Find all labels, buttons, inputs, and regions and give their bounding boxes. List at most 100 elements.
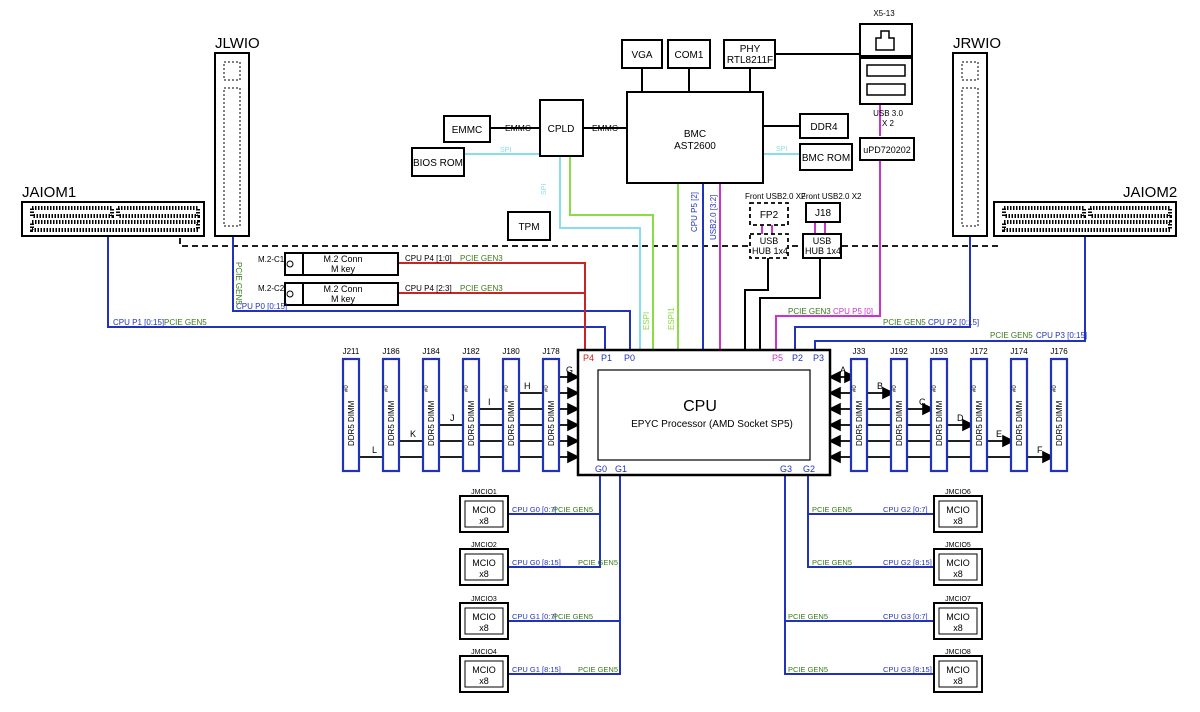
front-usb-j18-label: Front USB2.0 X2 (801, 192, 862, 201)
mcio-id: JMCIO7 (945, 596, 971, 603)
mcio-gen: PCIE GEN5 (788, 612, 828, 621)
m2-c1-lanes: CPU P4 [1:0] (405, 254, 452, 263)
mcio-gen: PCIE GEN5 (812, 505, 852, 514)
tpm-block: TPM (518, 222, 539, 233)
ddr4-block: DDR4 (810, 122, 838, 133)
dimm-slot-index: #0 (424, 385, 430, 392)
slot-jaiom1: JAIOM1 (21, 184, 205, 237)
slot-jaiom2-label: JAIOM2 (1123, 184, 1177, 201)
emmc-link-label-2: EMMC (592, 123, 618, 133)
slot-jaiom1-label: JAIOM1 (22, 184, 76, 201)
channel-j: J (450, 413, 455, 423)
port-p4: P4 (583, 353, 594, 363)
p0-gen: PCIE GEN5 (234, 262, 243, 305)
m2-c1-key: M key (331, 264, 356, 274)
dimm-type-label: DDR5 DIMM (347, 400, 356, 446)
cpld-block: CPLD (548, 124, 575, 135)
espi1-label: ESPI1 (667, 307, 676, 330)
mcio-gen: PCIE GEN5 (553, 505, 593, 514)
p2-gen: PCIE GEN5 (883, 318, 926, 327)
channel-d: D (957, 413, 964, 423)
front-usb-fp2-label: Front USB2.0 X2 (745, 192, 806, 201)
usb30-x2-label: X 2 (882, 119, 895, 128)
m2-c2-label: M.2 Conn (323, 284, 362, 294)
mcio-lanes: CPU G1 [0:7] (512, 612, 557, 621)
m2-c1-label: M.2 Conn (323, 254, 362, 264)
channel-l: L (372, 445, 377, 455)
mcio-label: MCIO (472, 505, 496, 515)
dimm-type-label: DDR5 DIMM (387, 400, 396, 446)
mcio-label: MCIO (946, 558, 970, 568)
dimm-slot-index: #0 (972, 385, 978, 392)
usb-hub-left-2: HUB 1x4 (752, 246, 788, 256)
dimm-type-label: DDR5 DIMM (975, 400, 984, 446)
usb-hub-left: USB (760, 236, 779, 246)
espi-label: ESPI (642, 312, 651, 330)
usb30-connector: X5-13 (859, 9, 913, 105)
phy-model: RTL8211F (727, 55, 773, 66)
mcio-label: MCIO (472, 558, 496, 568)
p5-gen: PCIE GEN3 (788, 307, 831, 316)
mcio-gen: PCIE GEN5 (553, 612, 593, 621)
mcio-id: JMCIO5 (945, 542, 971, 549)
mcio-id: JMCIO3 (471, 596, 497, 603)
m2-c2-key: M key (331, 294, 356, 304)
dimm-slot-index: #0 (892, 385, 898, 392)
usb-front: Front USB2.0 X2 Front USB2.0 X2 FP2 J18 … (745, 192, 862, 259)
m2-c1-gen: PCIE GEN3 (460, 254, 503, 263)
port-p2: P2 (792, 353, 803, 363)
upd-block: uPD720202 (863, 145, 911, 155)
cpu-subtitle: EPYC Processor (AMD Socket SP5) (631, 419, 793, 430)
channel-b: B (877, 381, 883, 391)
mcio-gen: PCIE GEN5 (578, 558, 618, 567)
dimm-type-label: DDR5 DIMM (547, 400, 556, 446)
mcio-id: JMCIO4 (471, 649, 497, 656)
channel-g: G (566, 365, 573, 375)
j18-block: J18 (815, 208, 832, 219)
bmc-block: BMC (684, 129, 706, 140)
dimm-id: J186 (382, 347, 400, 356)
mcio-label: MCIO (946, 665, 970, 675)
p3-lanes: CPU P3 [0:15] (1036, 331, 1087, 340)
dimm-id: J192 (890, 347, 908, 356)
dimm-type-label: DDR5 DIMM (935, 400, 944, 446)
m2-connectors: M.2-C1 M.2 Conn M key CPU P4 [1:0] PCIE … (258, 252, 503, 306)
mcio-id: JMCIO2 (471, 542, 497, 549)
dimm-id: J182 (462, 347, 480, 356)
dimm-slot-index: #0 (544, 385, 550, 392)
cpu: CPU EPYC Processor (AMD Socket SP5) P4 P… (576, 348, 832, 477)
mcio-width: x8 (953, 516, 963, 526)
port-g0: G0 (595, 464, 607, 474)
emmc-link-label: EMMC (505, 123, 531, 133)
mcio-lanes: CPU G2 [8:15] (883, 558, 932, 567)
bmc-model: AST2600 (674, 141, 716, 152)
dimm-id: J180 (502, 347, 520, 356)
m2-c2-lanes: CPU P4 [2:3] (405, 284, 452, 293)
mcio-width: x8 (479, 676, 489, 686)
slot-jrwio-label: JRWIO (953, 35, 1001, 52)
dimm-id: J174 (1010, 347, 1028, 356)
spi-labels: SPI SPI SPI (500, 146, 787, 195)
mcio-lanes: CPU G0 [8:15] (512, 558, 561, 567)
dimm-id: J172 (970, 347, 988, 356)
mcio-lanes: CPU G1 [8:15] (512, 665, 561, 674)
dimm-type-label: DDR5 DIMM (895, 400, 904, 446)
p0-lanes: CPU P0 [0:15] (236, 302, 287, 311)
mcio-lanes: CPU G2 [0:7] (883, 505, 928, 514)
slot-jaiom2: JAIOM2 (993, 184, 1177, 237)
channel-f: F (1037, 445, 1043, 455)
dimm-id: J193 (930, 347, 948, 356)
